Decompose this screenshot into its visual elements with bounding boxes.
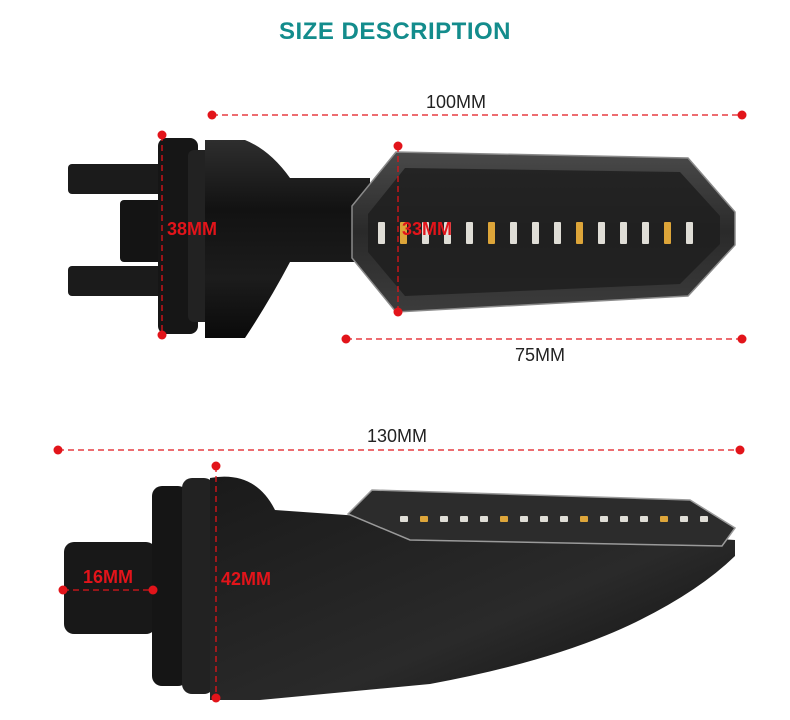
led-chip <box>640 516 648 522</box>
led-strip-top <box>378 222 693 244</box>
led-chip <box>576 222 583 244</box>
led-chip <box>444 222 451 244</box>
led-chip <box>488 222 495 244</box>
led-chip <box>440 516 448 522</box>
side-flange-inner <box>182 478 214 694</box>
led-chip <box>400 222 407 244</box>
led-chip <box>460 516 468 522</box>
dimension-130mm: 130MM <box>53 426 745 455</box>
led-chip <box>620 516 628 522</box>
led-chip <box>664 222 671 244</box>
connector-core <box>120 200 170 262</box>
led-chip <box>686 222 693 244</box>
led-chip <box>700 516 708 522</box>
led-chip <box>420 516 428 522</box>
led-chip <box>580 516 588 522</box>
led-chip <box>620 222 627 244</box>
dimension-38mm: 38MM <box>157 130 217 340</box>
led-chip <box>540 516 548 522</box>
page-title: SIZE DESCRIPTION <box>278 18 512 45</box>
dimension-label-mount-height: 38MM <box>167 219 217 239</box>
dimension-label-lens-height: 33MM <box>402 219 452 239</box>
dimension-42mm: 42MM <box>211 461 271 703</box>
side-flange-outer <box>152 486 188 686</box>
led-chip <box>510 222 517 244</box>
led-chip <box>554 222 561 244</box>
led-chip <box>660 516 668 522</box>
dimension-33mm: 33MM <box>393 141 452 317</box>
dimension-label-stem: 16MM <box>83 567 133 587</box>
led-chip <box>378 222 385 244</box>
connector-prong-lower <box>68 266 164 296</box>
led-chip <box>422 222 429 244</box>
dimension-16mm: 16MM <box>58 567 158 595</box>
dimension-75mm: 75MM <box>341 334 747 365</box>
side-stem <box>64 542 156 634</box>
lamp-neck <box>205 140 370 338</box>
led-chip <box>500 516 508 522</box>
led-chip <box>680 516 688 522</box>
dimension-label-overall-top: 100MM <box>426 92 486 112</box>
dimension-label-overall-side: 130MM <box>367 426 427 446</box>
lens-inner-panel <box>368 168 720 296</box>
led-chip <box>560 516 568 522</box>
dimension-label-lens-length: 75MM <box>515 345 565 365</box>
led-chip <box>600 516 608 522</box>
side-view-lamp <box>64 476 737 700</box>
top-view-lamp <box>68 138 736 338</box>
led-chip <box>480 516 488 522</box>
led-chip <box>466 222 473 244</box>
dimension-100mm: 100MM <box>207 92 747 120</box>
led-chip <box>532 222 539 244</box>
led-chip <box>642 222 649 244</box>
led-chip <box>598 222 605 244</box>
dimension-label-mount-diameter: 42MM <box>221 569 271 589</box>
connector-prong-upper <box>68 164 164 194</box>
led-chip <box>520 516 528 522</box>
led-strip-side <box>400 516 708 522</box>
led-chip <box>400 516 408 522</box>
